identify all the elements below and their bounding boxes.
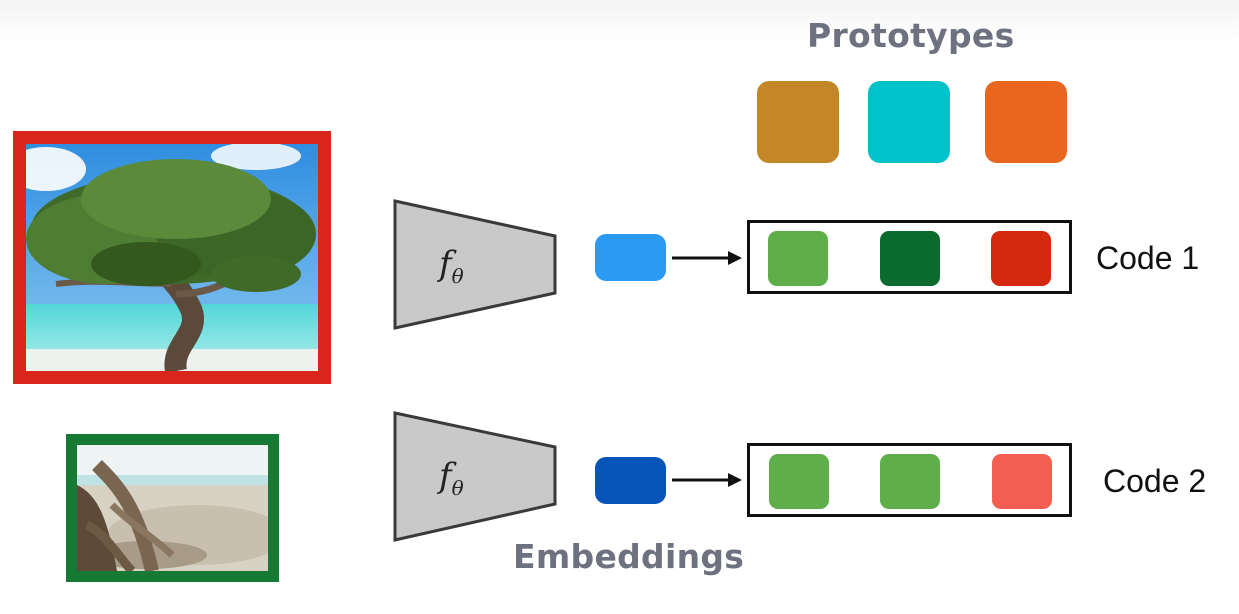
embedding-1 bbox=[595, 234, 666, 281]
embeddings-heading: Embeddings bbox=[513, 537, 745, 576]
encoder-2-label: fθ bbox=[439, 456, 464, 500]
encoder-1-label: fθ bbox=[439, 244, 464, 288]
trunk-sand-picture bbox=[77, 445, 268, 571]
code-2-cell-2 bbox=[880, 454, 940, 509]
input-image-1 bbox=[13, 131, 331, 384]
arrow-1-head bbox=[728, 251, 742, 265]
prototypes-heading: Prototypes bbox=[807, 16, 1015, 55]
encoder-subscript: θ bbox=[451, 263, 464, 288]
code-2-label: Code 2 bbox=[1103, 463, 1207, 499]
code-2-cell-1 bbox=[769, 454, 829, 509]
code-2-box bbox=[747, 443, 1072, 517]
code-1-cell-2 bbox=[880, 231, 940, 286]
tree-beach-picture bbox=[26, 144, 318, 371]
encoder-2-trapezoid bbox=[393, 411, 557, 542]
code-1-label: Code 1 bbox=[1096, 240, 1200, 276]
embedding-2 bbox=[595, 457, 666, 504]
encoder-symbol: f bbox=[439, 456, 452, 496]
code-2-cell-3 bbox=[992, 454, 1052, 509]
code-1-box bbox=[747, 220, 1072, 294]
encoder-subscript: θ bbox=[451, 475, 464, 500]
prototype-square-3 bbox=[985, 81, 1067, 163]
prototype-square-1 bbox=[757, 81, 839, 163]
code-1-cell-3 bbox=[991, 231, 1051, 286]
encoder-1-trapezoid bbox=[393, 199, 557, 330]
arrow-2-head bbox=[728, 473, 742, 487]
prototype-square-2 bbox=[868, 81, 950, 163]
encoder-symbol: f bbox=[439, 244, 452, 284]
input-image-2 bbox=[66, 434, 279, 582]
code-1-cell-1 bbox=[768, 231, 828, 286]
